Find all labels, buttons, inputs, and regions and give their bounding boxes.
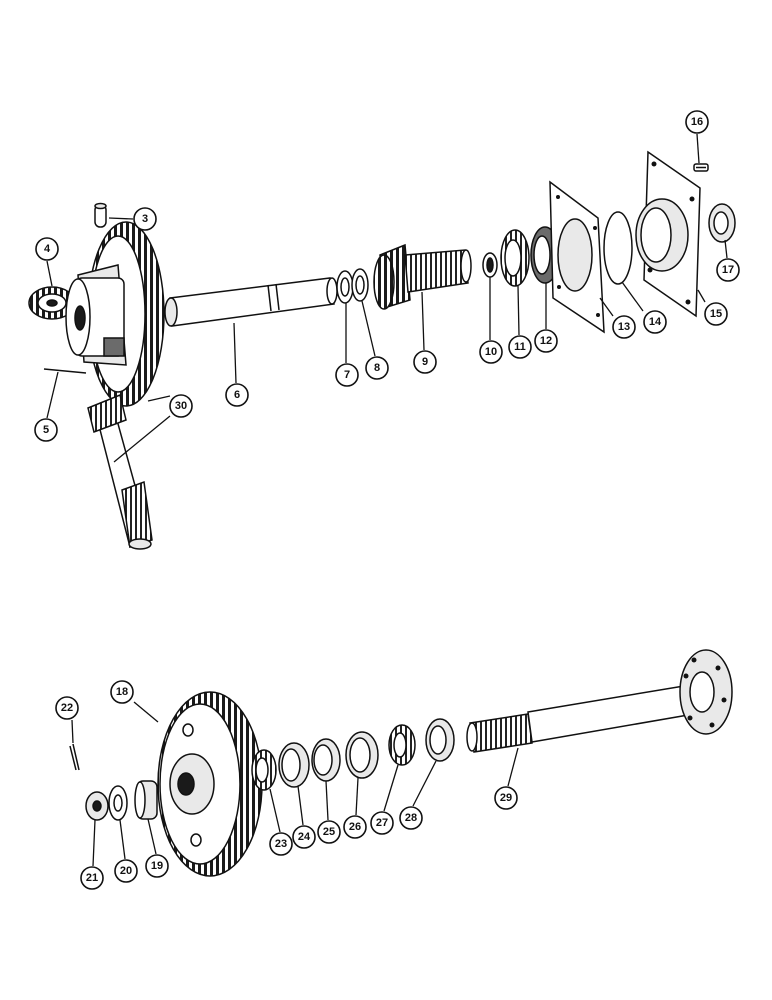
- part-13-gasket: [549, 180, 605, 334]
- callout-4: 4: [35, 237, 59, 261]
- part-29-axle-shaft: [466, 649, 733, 753]
- callout-25: 25: [317, 820, 341, 844]
- part-7-washer: [336, 270, 354, 304]
- part-23-roller-bearing: [251, 749, 277, 791]
- svg-text:17: 17: [722, 264, 734, 276]
- callout-5: 5: [34, 418, 58, 442]
- svg-text:21: 21: [86, 872, 98, 884]
- callout-3: 3: [133, 207, 157, 231]
- callout-21: 21: [80, 866, 104, 890]
- svg-text:19: 19: [151, 860, 163, 872]
- part-18-spur-gear: [157, 691, 263, 877]
- part-24-bearing-cup: [278, 742, 310, 788]
- svg-text:18: 18: [116, 686, 128, 698]
- part-26-bearing-cup: [345, 731, 379, 779]
- part-8-washer: [351, 268, 369, 302]
- svg-text:16: 16: [691, 116, 703, 128]
- lower-assembly: [69, 649, 733, 877]
- svg-text:6: 6: [234, 389, 240, 401]
- svg-text:24: 24: [298, 831, 311, 843]
- part-14-o-ring: [603, 211, 633, 285]
- callout-22: 22: [55, 696, 79, 720]
- part-5-cross-pin: [43, 368, 87, 374]
- callout-18: 18: [110, 680, 134, 704]
- svg-text:20: 20: [120, 865, 132, 877]
- callout-30: 30: [169, 394, 193, 418]
- svg-text:7: 7: [344, 369, 350, 381]
- svg-text:13: 13: [618, 321, 630, 333]
- callout-15: 15: [704, 302, 728, 326]
- svg-text:22: 22: [61, 702, 73, 714]
- callout-19: 19: [145, 854, 169, 878]
- svg-text:9: 9: [422, 356, 428, 368]
- svg-text:3: 3: [142, 213, 148, 225]
- callout-29: 29: [494, 786, 518, 810]
- part-16-bolt: [693, 163, 709, 172]
- svg-text:28: 28: [405, 812, 417, 824]
- part-11-roller-bearing: [500, 229, 530, 287]
- part-27-roller-bearing: [388, 724, 416, 766]
- upper-assembly: [28, 150, 736, 550]
- svg-text:15: 15: [710, 308, 722, 320]
- callout-14: 14: [643, 310, 667, 334]
- part-21-castle-nut: [85, 791, 109, 821]
- part-15-bearing-cover: [635, 150, 701, 318]
- part-17-seal: [708, 203, 736, 243]
- part-6-shaft: [164, 277, 338, 327]
- callout-28: 28: [399, 806, 423, 830]
- svg-text:5: 5: [43, 424, 49, 436]
- svg-text:11: 11: [514, 341, 526, 353]
- svg-text:12: 12: [540, 335, 552, 347]
- callout-17: 17: [716, 258, 740, 282]
- part-3-pin: [94, 202, 107, 228]
- callout-6: 6: [225, 383, 249, 407]
- svg-text:4: 4: [44, 243, 51, 255]
- part-20-washer: [108, 785, 128, 821]
- part-28-seal: [425, 718, 455, 762]
- part-19-spacer: [134, 780, 158, 820]
- callout-7: 7: [335, 363, 359, 387]
- callout-8: 8: [365, 356, 389, 380]
- callout-13: 13: [612, 315, 636, 339]
- part-25-spacer: [311, 738, 341, 782]
- svg-text:27: 27: [376, 817, 388, 829]
- svg-text:25: 25: [323, 826, 335, 838]
- svg-text:14: 14: [649, 316, 662, 328]
- part-30-axle-shaft: [87, 393, 153, 550]
- part-30-ring-gear: [65, 221, 165, 407]
- svg-text:23: 23: [275, 838, 287, 850]
- callout-26: 26: [343, 815, 367, 839]
- callout-16: 16: [685, 110, 709, 134]
- leader-lines: [46, 133, 728, 867]
- callout-23: 23: [269, 832, 293, 856]
- part-9-bevel-pinion: [373, 243, 472, 310]
- svg-text:29: 29: [500, 792, 512, 804]
- svg-text:10: 10: [485, 346, 497, 358]
- callout-11: 11: [508, 335, 532, 359]
- callout-20: 20: [114, 859, 138, 883]
- callout-12: 12: [534, 329, 558, 353]
- callout-24: 24: [292, 825, 316, 849]
- part-22-cotter-pin: [69, 743, 80, 771]
- callout-27: 27: [370, 811, 394, 835]
- callout-9: 9: [413, 350, 437, 374]
- callout-10: 10: [479, 340, 503, 364]
- part-10-ring: [482, 252, 498, 278]
- svg-text:26: 26: [349, 821, 361, 833]
- svg-text:30: 30: [175, 400, 187, 412]
- svg-text:8: 8: [374, 362, 380, 374]
